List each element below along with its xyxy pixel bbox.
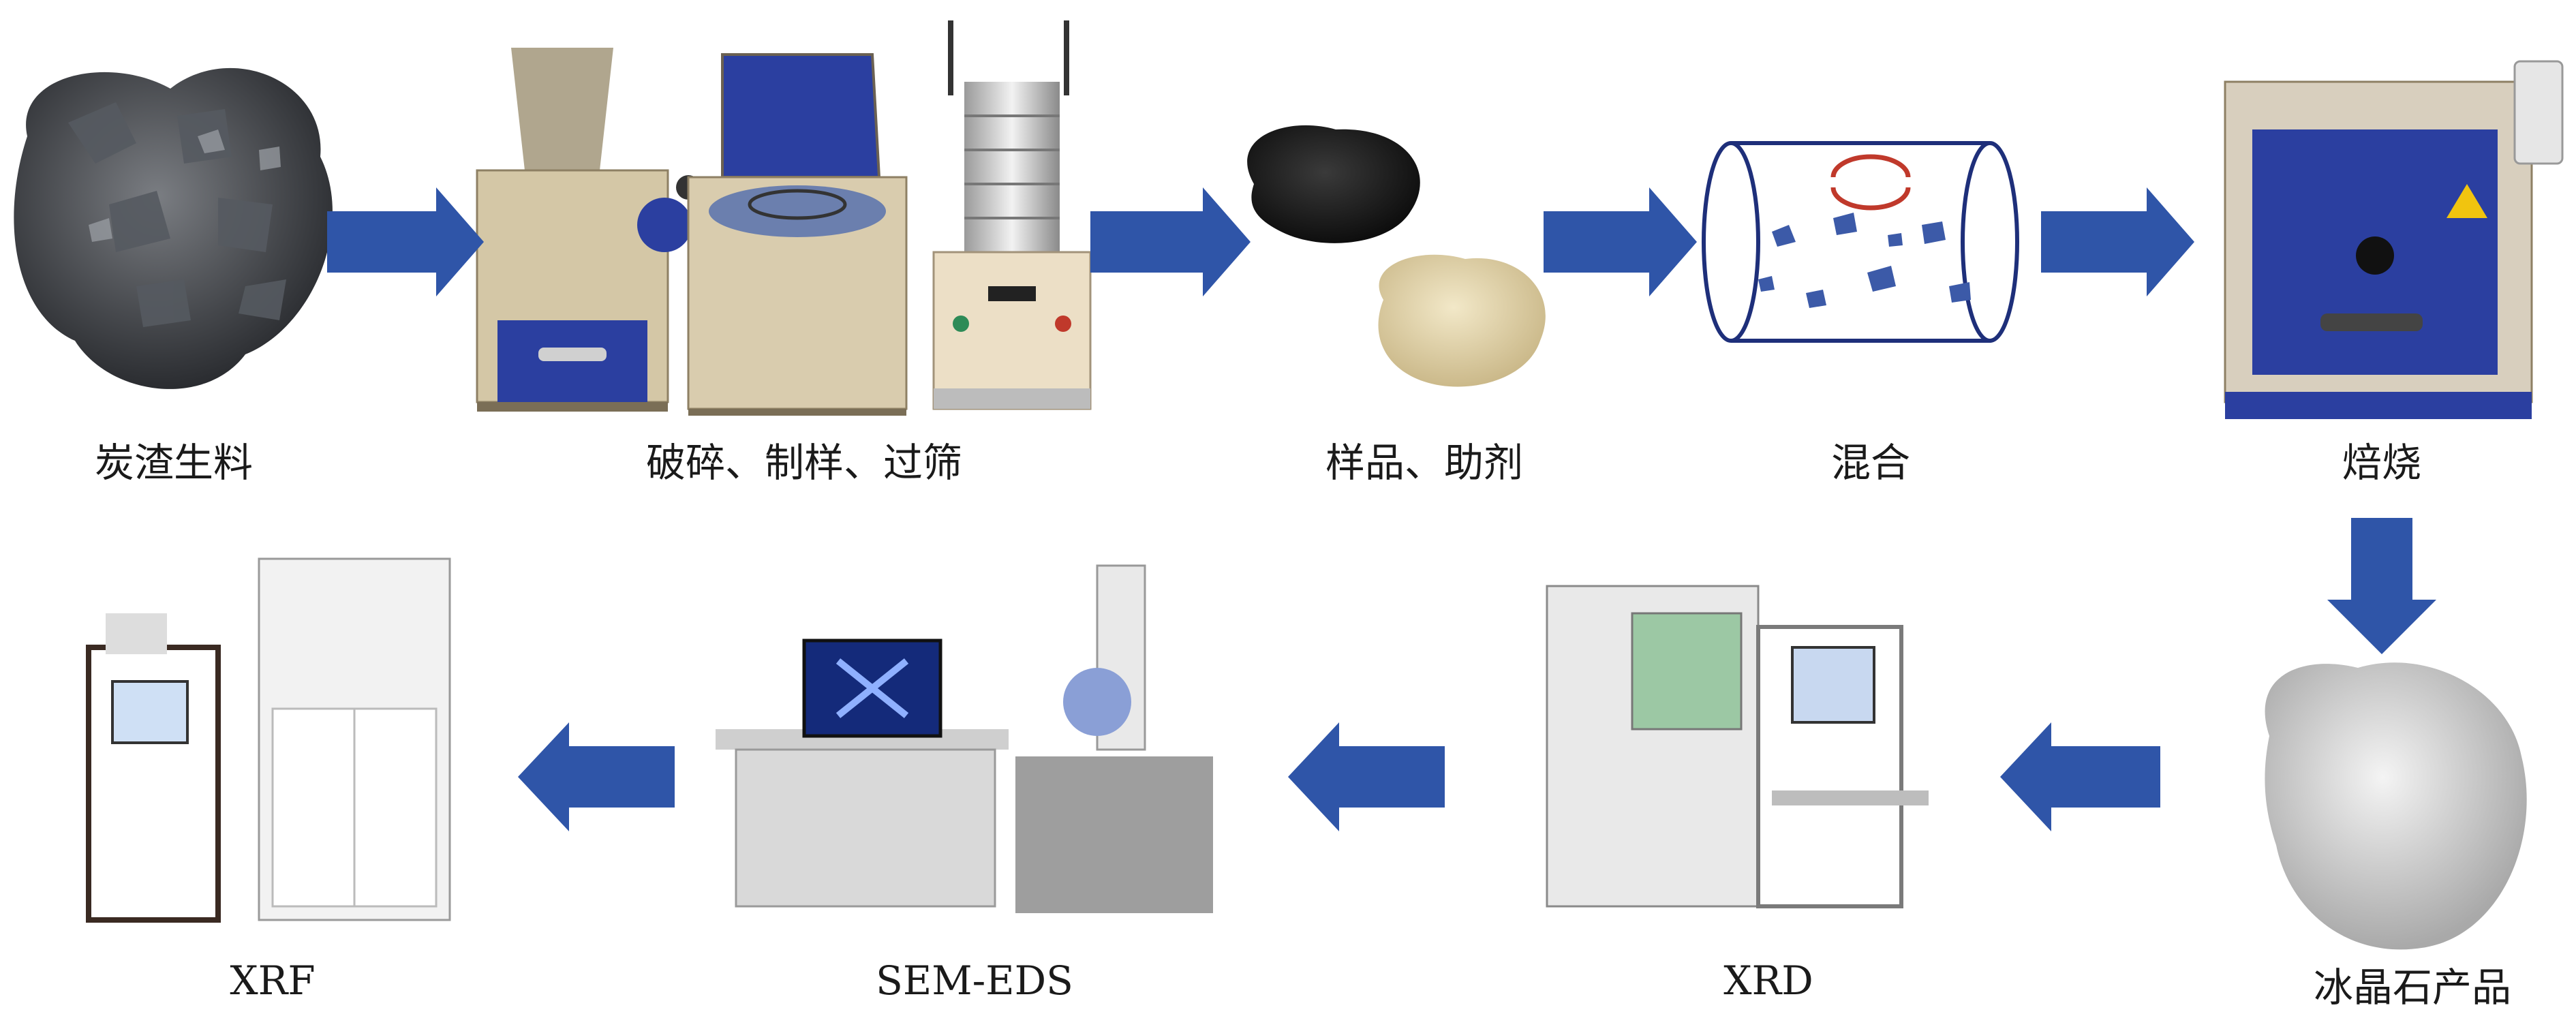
label-raw-material: 炭渣生料 — [94, 440, 254, 486]
label-xrf: XRF — [230, 957, 316, 1004]
roasting-furnace-image — [2224, 60, 2564, 419]
black-powder-image — [1247, 125, 1420, 243]
arrow-xrd-to-semeds — [1288, 722, 1445, 831]
additive-powder-image — [1378, 254, 1546, 387]
xrf-instrument-image — [86, 557, 451, 923]
arrow-semeds-to-xrf — [518, 722, 675, 831]
label-cryolite-product: 冰晶石产品 — [2313, 964, 2512, 1011]
raw-material-image — [14, 67, 333, 389]
cryolite-product-image — [2265, 662, 2527, 950]
arrow-raw-to-crush — [327, 187, 484, 296]
mixer-diagram — [1702, 141, 2019, 343]
crusher-image — [476, 48, 701, 412]
arrow-mix-to-roast — [2041, 187, 2194, 296]
label-sample-additive: 样品、助剂 — [1325, 440, 1524, 486]
arrow-product-to-xrd — [2000, 722, 2160, 831]
sieve-shaker-image — [932, 20, 1092, 410]
arrow-roast-to-product — [2327, 518, 2436, 654]
xrd-instrument-image — [1546, 585, 1929, 908]
label-crush-prepare-sieve: 破碎、制样、过筛 — [645, 440, 963, 486]
sample-preparation-image — [687, 53, 908, 416]
label-xrd: XRD — [1723, 957, 1813, 1004]
sem-eds-instrument-image — [716, 564, 1213, 913]
label-sem-eds: SEM-EDS — [876, 957, 1073, 1004]
label-mixing: 混合 — [1830, 440, 1911, 486]
label-roasting: 焙烧 — [2342, 440, 2422, 486]
arrow-crush-to-sample — [1090, 187, 1251, 296]
arrow-sample-to-mix — [1544, 187, 1697, 296]
